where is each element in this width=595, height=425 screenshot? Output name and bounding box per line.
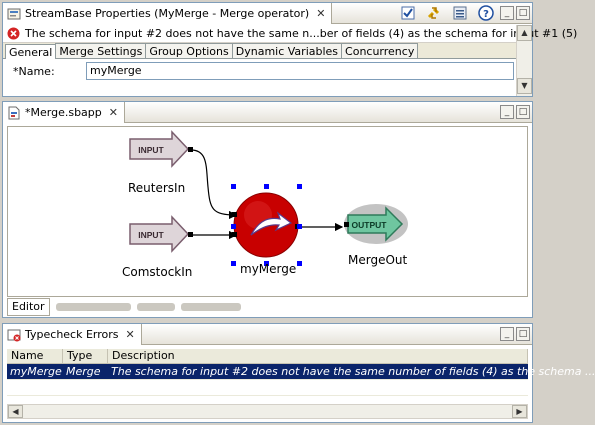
table-row-empty <box>7 380 528 396</box>
general-tab-body: *Name: myMerge <box>3 59 532 95</box>
error-banner: The schema for input #2 does not have th… <box>3 24 577 42</box>
name-field[interactable]: myMerge <box>86 62 514 80</box>
name-label: *Name: <box>13 65 55 78</box>
view-menu-icon[interactable] <box>452 5 468 21</box>
editor-tabbar: *Merge.sbapp ✕ _ □ <box>3 102 532 123</box>
maximize-button[interactable]: □ <box>516 327 530 341</box>
checkbox-icon[interactable] <box>400 5 416 21</box>
error-message: The schema for input #2 does not have th… <box>25 26 578 40</box>
row-type: Merge <box>66 365 101 378</box>
minimize-button[interactable]: _ <box>500 6 514 20</box>
tab-group-options[interactable]: Group Options <box>145 43 233 58</box>
editor-view: *Merge.sbapp ✕ _ □ <box>2 101 533 318</box>
link-icon[interactable] <box>426 5 442 21</box>
typecheck-hscrollbar[interactable]: ◀ ▶ <box>7 404 528 419</box>
output-shape-label: OUTPUT <box>352 220 388 230</box>
properties-scrollbar[interactable]: ▲ ▼ <box>516 25 532 96</box>
connector-reuters[interactable] <box>190 149 238 220</box>
merge-arrow-icon <box>250 211 293 236</box>
typecheck-tabbar: Typecheck Errors ✕ _ □ <box>3 324 532 345</box>
input2-name: ComstockIn <box>122 265 193 279</box>
editor-bottom-tabs: Editor <box>7 298 241 316</box>
selection-handles[interactable] <box>231 184 302 266</box>
output-stream-mergeout[interactable] <box>344 204 408 244</box>
tab-dynamic-variables[interactable]: Dynamic Variables <box>231 43 343 58</box>
tab-blurred-2[interactable] <box>136 303 175 311</box>
properties-icon <box>7 7 21 21</box>
tab-blurred-1[interactable] <box>55 303 131 311</box>
properties-subtabs: General Merge Settings Group Options Dyn… <box>3 42 532 61</box>
diagram-canvas[interactable]: INPUT INPUT OUTPUT ReutersIn ComstockIn … <box>7 126 528 297</box>
editor-tab[interactable]: *Merge.sbapp ✕ <box>3 102 125 123</box>
maximize-button[interactable]: □ <box>516 105 530 119</box>
close-icon[interactable]: ✕ <box>108 106 118 119</box>
tab-blurred-3[interactable] <box>180 303 241 311</box>
input2-shape-label: INPUT <box>138 230 164 240</box>
properties-toolbar: ? <box>400 5 494 21</box>
table-header: Name Type Description <box>7 349 528 364</box>
input-stream-comstock[interactable] <box>129 215 193 253</box>
merge-operator[interactable] <box>231 184 302 266</box>
input1-name: ReutersIn <box>128 181 186 195</box>
close-icon[interactable]: ✕ <box>125 328 135 341</box>
minimize-button[interactable]: _ <box>500 105 514 119</box>
tab-concurrency[interactable]: Concurrency <box>341 43 419 58</box>
close-icon[interactable]: ✕ <box>316 7 326 20</box>
scroll-right-icon[interactable]: ▶ <box>512 405 527 418</box>
row-description: The schema for input #2 does not have th… <box>111 365 595 378</box>
editor-title: *Merge.sbapp <box>25 106 102 119</box>
error-icon <box>7 26 20 40</box>
tab-editor[interactable]: Editor <box>7 298 50 316</box>
input1-shape-label: INPUT <box>138 145 164 155</box>
output-name: MergeOut <box>348 253 408 267</box>
diagram-svg: INPUT INPUT OUTPUT <box>129 130 408 266</box>
sbapp-file-icon <box>7 106 21 120</box>
tab-general[interactable]: General <box>5 44 57 61</box>
column-header-description[interactable]: Description <box>108 349 528 363</box>
column-header-name[interactable]: Name <box>7 349 63 363</box>
scroll-down-icon[interactable]: ▼ <box>517 78 532 94</box>
svg-text:?: ? <box>483 9 489 20</box>
typecheck-title: Typecheck Errors <box>25 328 119 341</box>
properties-tab[interactable]: StreamBase Properties (MyMerge - Merge o… <box>3 3 333 24</box>
typecheck-table: Name Type Description myMerge Merge The … <box>7 349 595 412</box>
maximize-button[interactable]: □ <box>516 6 530 20</box>
typecheck-tab[interactable]: Typecheck Errors ✕ <box>3 324 142 345</box>
help-icon[interactable]: ? <box>478 5 494 21</box>
properties-title: StreamBase Properties (MyMerge - Merge o… <box>25 7 310 20</box>
properties-tabbar: StreamBase Properties (MyMerge - Merge o… <box>3 3 532 24</box>
row-name: myMerge <box>10 365 62 378</box>
scroll-up-icon[interactable]: ▲ <box>517 25 532 41</box>
table-row[interactable]: myMerge Merge The schema for input #2 do… <box>7 364 595 380</box>
typecheck-errors-icon <box>7 328 21 342</box>
operator-name: myMerge <box>240 262 297 276</box>
minimize-button[interactable]: _ <box>500 327 514 341</box>
tab-merge-settings[interactable]: Merge Settings <box>55 43 147 58</box>
typecheck-view: Typecheck Errors ✕ _ □ Name Type Descrip… <box>2 323 595 423</box>
column-header-type[interactable]: Type <box>63 349 108 363</box>
input-stream-reuters[interactable] <box>129 130 193 168</box>
scroll-left-icon[interactable]: ◀ <box>8 405 23 418</box>
properties-view: StreamBase Properties (MyMerge - Merge o… <box>2 2 577 97</box>
